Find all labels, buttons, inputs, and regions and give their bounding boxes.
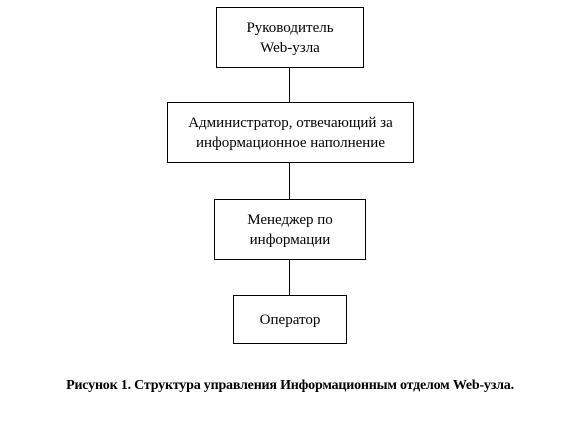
node-manager-label: Менеджер по информации (247, 211, 333, 248)
node-head: Руководитель Web-узла (216, 7, 364, 68)
edge-manager-operator (289, 260, 290, 295)
node-operator: Оператор (233, 295, 347, 344)
node-admin-label: Администратор, отвечающий за информацион… (188, 114, 393, 151)
node-manager: Менеджер по информации (214, 199, 366, 260)
edge-head-admin (289, 68, 290, 102)
node-operator-label: Оператор (259, 311, 321, 328)
figure-caption: Рисунок 1. Структура управления Информац… (66, 378, 514, 393)
node-admin: Администратор, отвечающий за информацион… (167, 102, 414, 163)
edge-admin-manager (289, 163, 290, 199)
node-head-label: Руководитель Web-узла (246, 19, 334, 56)
